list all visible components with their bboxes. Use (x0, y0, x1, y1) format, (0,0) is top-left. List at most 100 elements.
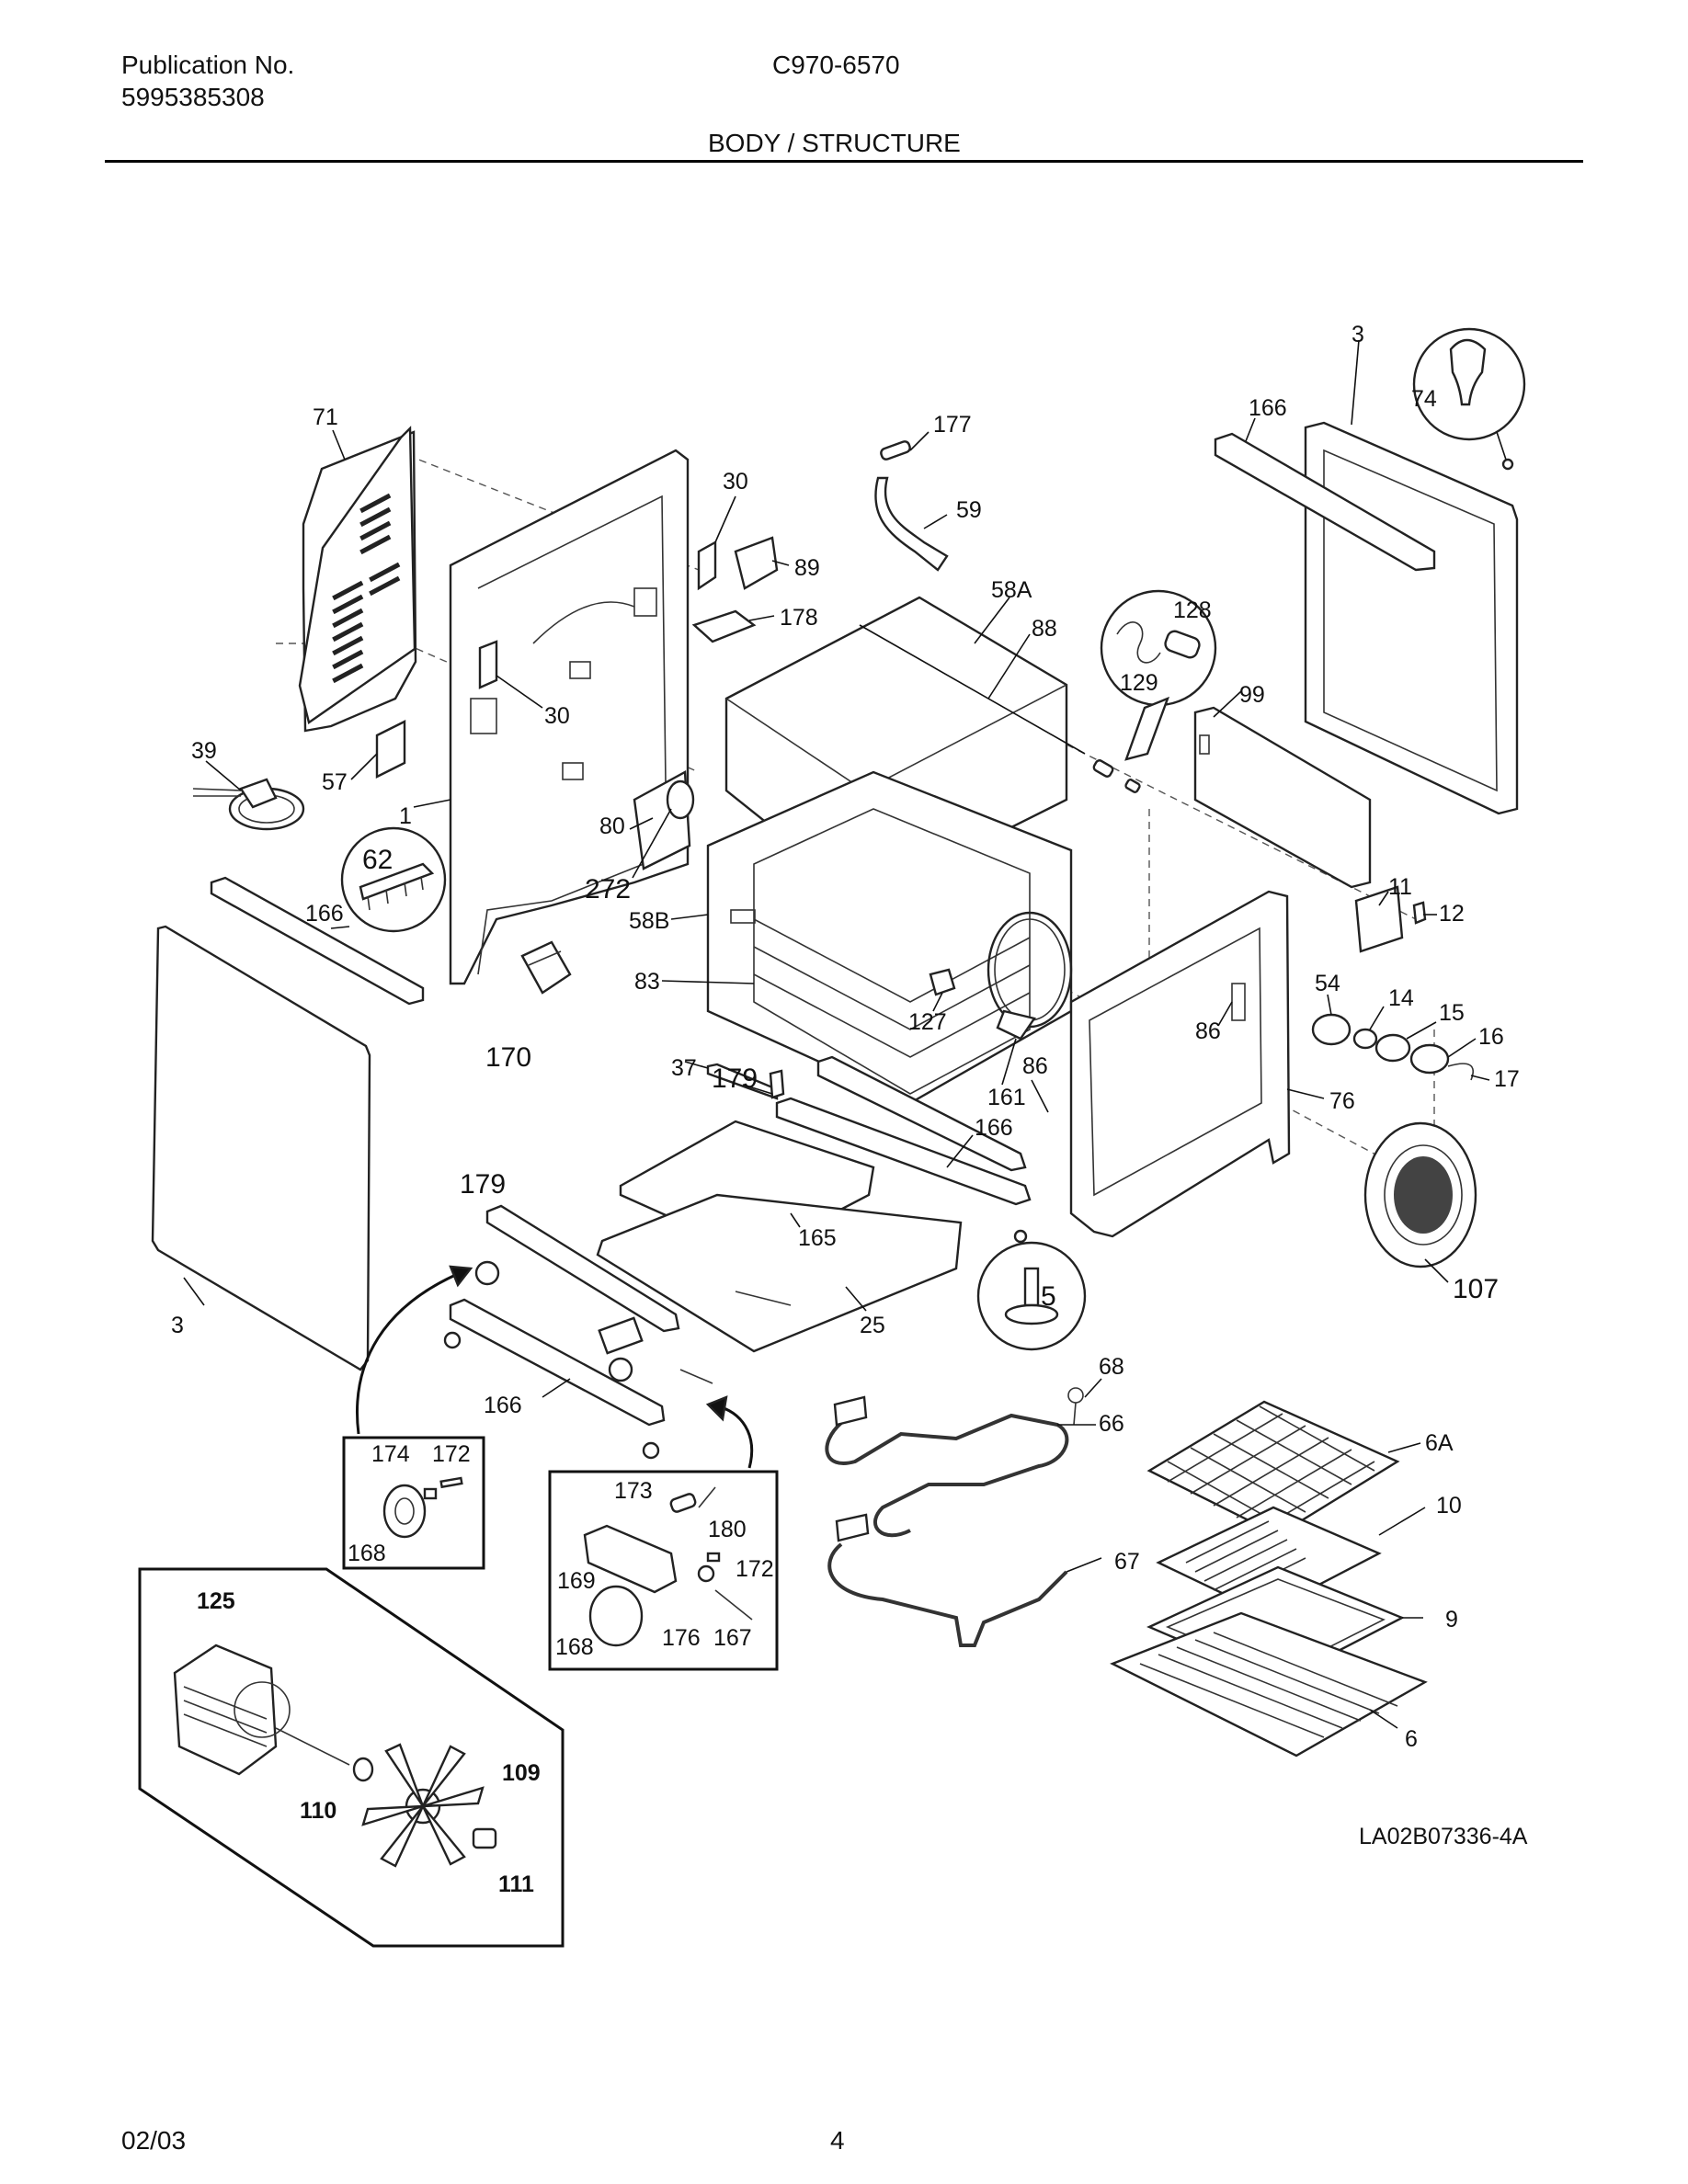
callout-6: 6 (1405, 1726, 1418, 1752)
callout-14: 14 (1388, 985, 1414, 1011)
pin-part-68 (1067, 1387, 1084, 1426)
callout-99: 99 (1239, 682, 1265, 708)
callout-37: 37 (671, 1055, 697, 1081)
bulb-part-15 (1374, 1033, 1411, 1063)
rail-part-166-left (210, 876, 425, 1006)
callout-179: 179 (460, 1169, 506, 1200)
rack-part-6 (1110, 1611, 1428, 1757)
lamp-socket-part-127 (929, 968, 956, 996)
rail-part-179-lower (485, 1204, 680, 1333)
socket-part-16 (1409, 1043, 1450, 1075)
callout-57: 57 (322, 769, 348, 795)
motor-part-125 (173, 1644, 350, 1776)
lamp-lens-part-54 (1311, 1013, 1352, 1046)
publication-label: Publication No. (121, 51, 295, 79)
callout-170: 170 (485, 1042, 531, 1073)
callout-180: 180 (708, 1517, 747, 1542)
callout-86: 86 (1195, 1018, 1221, 1044)
fan-blade-part-109 (361, 1743, 485, 1868)
broil-element-part-66 (825, 1395, 1069, 1538)
callout-111: 111 (498, 1871, 534, 1897)
washer-part-110 (352, 1757, 374, 1782)
callout-39: 39 (191, 738, 217, 764)
bracket-part-179-upper (769, 1069, 785, 1099)
bracket-part-170 (520, 940, 572, 995)
rear-cover-part-71 (298, 426, 417, 733)
callout-125: 125 (197, 1588, 235, 1614)
bake-element-part-67 (827, 1513, 1068, 1647)
fan-motor-inset (138, 1567, 565, 1948)
callout-6A: 6A (1425, 1430, 1454, 1456)
bracket-part-166-right (1214, 432, 1436, 572)
callout-3: 3 (1352, 322, 1364, 347)
callout-179: 179 (712, 1064, 758, 1094)
bracket-part-178 (691, 609, 757, 643)
gasket-part-14 (1352, 1028, 1378, 1050)
callout-67: 67 (1114, 1549, 1140, 1575)
drawing-id: LA02B07336-4A (1359, 1824, 1528, 1849)
detail-circle-74 (1412, 327, 1526, 471)
rack-part-6A (1146, 1400, 1400, 1537)
callout-11: 11 (1388, 874, 1412, 900)
callout-59: 59 (956, 497, 982, 523)
footer-date: 02/03 (121, 2126, 187, 2155)
rail-part-166-lower (443, 1260, 713, 1460)
callout-30: 30 (723, 469, 748, 495)
oven-bottom-part-25 (596, 1193, 963, 1353)
rail-part-166-mid (775, 1055, 1032, 1206)
leveling-leg-part-5 (976, 1229, 1087, 1351)
callout-89: 89 (794, 555, 820, 581)
detail-circle-128-129 (1100, 589, 1217, 761)
callout-107: 107 (1453, 1274, 1499, 1304)
bracket-part-30-upper (697, 536, 779, 591)
detail-box-roller-bracket (548, 1470, 779, 1671)
callout-166: 166 (305, 901, 344, 927)
callout-88: 88 (1032, 616, 1057, 642)
convection-element-part-161 (987, 911, 1073, 1041)
header-rule (105, 160, 1583, 163)
vent-tube-part-59 (874, 476, 949, 572)
callout-174: 174 (371, 1441, 410, 1467)
publication-number: 5995385308 (121, 83, 265, 111)
callout-66: 66 (1099, 1411, 1124, 1437)
bracket-part-30-lower (478, 640, 498, 689)
callout-110: 110 (300, 1798, 336, 1824)
callout-176: 176 (662, 1625, 701, 1651)
back-panel-part-1 (449, 449, 690, 985)
callout-17: 17 (1494, 1066, 1520, 1092)
detail-circle-62 (340, 826, 447, 933)
callout-9: 9 (1445, 1607, 1458, 1632)
callout-3: 3 (171, 1313, 184, 1338)
callout-166: 166 (975, 1115, 1013, 1141)
callout-labels: 71 30 89 178 30 177 59 58A 88 128 129 99… (171, 322, 1528, 1897)
callout-62: 62 (362, 845, 393, 875)
callout-12: 12 (1439, 901, 1465, 927)
callout-172: 172 (736, 1556, 774, 1582)
callout-30: 30 (544, 703, 570, 729)
duct-part-80-272 (633, 770, 695, 870)
callout-178: 178 (780, 605, 818, 631)
fan-cover-part-107 (1363, 1121, 1477, 1268)
callout-272: 272 (585, 874, 631, 904)
wire-part-17 (1447, 1063, 1474, 1081)
vent-slots (332, 493, 401, 684)
callout-173: 173 (614, 1478, 653, 1504)
side-panel-part-3-left (151, 925, 371, 1371)
cover-plate-part-57 (375, 720, 406, 779)
pointer-arrows (356, 1265, 754, 1469)
panel-part-99 (1193, 706, 1372, 889)
gasket-part-177 (880, 440, 911, 461)
callout-168: 168 (555, 1634, 594, 1660)
callout-169: 169 (557, 1568, 596, 1594)
page-number: 4 (830, 2126, 845, 2155)
callout-166: 166 (1249, 395, 1287, 421)
model-number: C970-6570 (772, 51, 900, 79)
callout-166: 166 (484, 1393, 522, 1418)
callout-80: 80 (599, 813, 625, 839)
callout-1: 1 (399, 803, 412, 829)
callout-167: 167 (713, 1625, 752, 1651)
callout-177: 177 (933, 412, 972, 438)
spring-part-129 (1092, 759, 1141, 793)
callout-127: 127 (908, 1009, 947, 1035)
